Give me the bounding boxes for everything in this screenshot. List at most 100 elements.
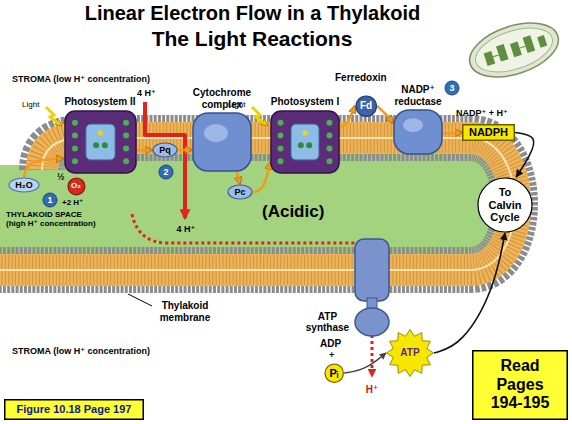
- stroma-lamella: [520, 46, 526, 48]
- coefficient-label-wrap: ½: [57, 172, 65, 182]
- pigment-dot: [278, 158, 284, 164]
- cytochrome-complex: Cytochrome complex: [192, 87, 252, 172]
- ion-label-wrap: 4 H⁺: [137, 88, 156, 98]
- carrier-circle: Fd: [355, 95, 377, 117]
- ion-label: 4 H⁺: [137, 88, 156, 98]
- molecule-circle: Pᵢ: [324, 363, 344, 383]
- pigment-dot: [71, 120, 77, 126]
- granum: [523, 35, 536, 53]
- complex-body: [271, 111, 339, 173]
- box-outline: [473, 351, 568, 420]
- node-text: Photosystem II: [64, 96, 137, 108]
- ion-label-wrap: +2 H⁺: [62, 198, 83, 207]
- iron-center: [303, 131, 308, 136]
- pigment-dot: [278, 145, 284, 151]
- electron-flow-arrow: [137, 149, 153, 152]
- node-text: H₂O: [15, 180, 34, 190]
- part-label: Ferredoxin: [335, 72, 387, 84]
- circle-outline: [356, 96, 376, 116]
- chloroplast-icon: [463, 13, 565, 87]
- oval-outline: [228, 185, 252, 199]
- ion-label-wrap: 4 H⁺: [177, 224, 196, 234]
- product-arrow: [515, 133, 534, 178]
- protein-highlight: [204, 124, 228, 142]
- region-label-wrap: (Acidic): [262, 202, 324, 222]
- electron-flow-arrow: [443, 133, 462, 134]
- granum: [537, 35, 547, 48]
- reaction-center: [85, 124, 114, 160]
- oval-outline: [9, 178, 39, 192]
- part-label-wrap: Ferredoxin: [335, 72, 387, 84]
- reaction-arrow: [344, 353, 386, 373]
- stroma-lamella: [493, 55, 499, 57]
- membrane-rotor: [355, 239, 389, 301]
- callout-disc: [445, 81, 459, 95]
- node-text: Pc: [234, 187, 247, 197]
- proton-flow-arrow: [132, 214, 372, 376]
- coefficient-label: ½: [57, 172, 65, 182]
- node-text: Photosystem I: [270, 96, 340, 108]
- pigment-dot: [298, 142, 304, 148]
- light-label-wrap: Light: [22, 100, 39, 109]
- protein-body: [193, 113, 251, 171]
- molecule-circle: O₂: [67, 177, 86, 196]
- pigment-dot: [71, 158, 77, 164]
- pigment-dot: [327, 158, 333, 164]
- subtitle-wrap: The Light Reactions: [152, 27, 353, 51]
- pigment-dot: [123, 120, 129, 126]
- ion-label: H⁺: [366, 384, 379, 396]
- complex-body: [65, 111, 136, 173]
- circle-outline: [478, 178, 532, 232]
- light-label: Light: [22, 100, 39, 109]
- atp-burst: ATP: [386, 329, 434, 377]
- region-label: (Acidic): [262, 202, 324, 222]
- molecule-oval: H₂O: [8, 177, 40, 193]
- node-text: NADPH: [468, 126, 509, 139]
- pigment-dot: [327, 120, 333, 126]
- granum: [496, 44, 509, 62]
- operator-label-wrap: +: [329, 350, 334, 360]
- node-text: NADP⁺ reductase: [394, 84, 443, 107]
- molecule-label: NADP⁺ + H⁺: [456, 108, 508, 118]
- proton-pump-arrow: [145, 102, 185, 218]
- photosystem-complex: Photosystem II: [64, 96, 137, 174]
- node-text: ATP: [400, 347, 421, 359]
- catalytic-knob: [355, 308, 389, 336]
- pigment-dot: [278, 133, 284, 139]
- granum: [510, 41, 522, 57]
- atp-synthase: ATP synthase: [305, 238, 390, 338]
- oval-outline: [153, 143, 177, 157]
- molecule-label-wrap: ADP: [320, 338, 341, 350]
- subtitle: The Light Reactions: [152, 27, 353, 51]
- pigment-dot: [93, 142, 99, 148]
- iron-center: [98, 131, 103, 136]
- node-text: To Calvin Cycle: [488, 186, 523, 224]
- callout-number: 2: [163, 167, 168, 177]
- protein-highlight: [403, 118, 423, 132]
- light-label: Light: [228, 100, 245, 109]
- node-text: Pq: [159, 145, 172, 155]
- region-label: STROMA (low H⁺ concentration): [12, 346, 150, 356]
- region-label-wrap: THYLAKOID SPACE (high H⁺ concentration): [6, 210, 100, 228]
- burst-outline: [387, 330, 434, 377]
- pigment-dot: [101, 142, 107, 148]
- callout-disc: [43, 193, 57, 207]
- electron-flow-arrow: [178, 149, 192, 152]
- chloroplast-stroma: [470, 20, 558, 81]
- region-label-wrap: STROMA (low H⁺ concentration): [12, 74, 150, 84]
- node-text: O₂: [70, 181, 81, 190]
- pigment-dot: [123, 145, 129, 151]
- pigment-dot: [278, 120, 284, 126]
- callout-number-wrap: 1: [47, 195, 52, 205]
- node-text: ATP synthase: [305, 311, 350, 334]
- product-box: NADPH: [462, 124, 515, 141]
- product-arrow: [434, 233, 505, 353]
- cycle-circle: To Calvin Cycle: [477, 177, 533, 233]
- ion-label-wrap: H⁺: [366, 384, 379, 396]
- callout-number: 3: [449, 83, 454, 93]
- photosystem-complex-outline: [270, 96, 340, 174]
- ion-label: 4 H⁺: [177, 224, 196, 234]
- pigment-dot: [306, 142, 312, 148]
- pigment-dot: [71, 145, 77, 151]
